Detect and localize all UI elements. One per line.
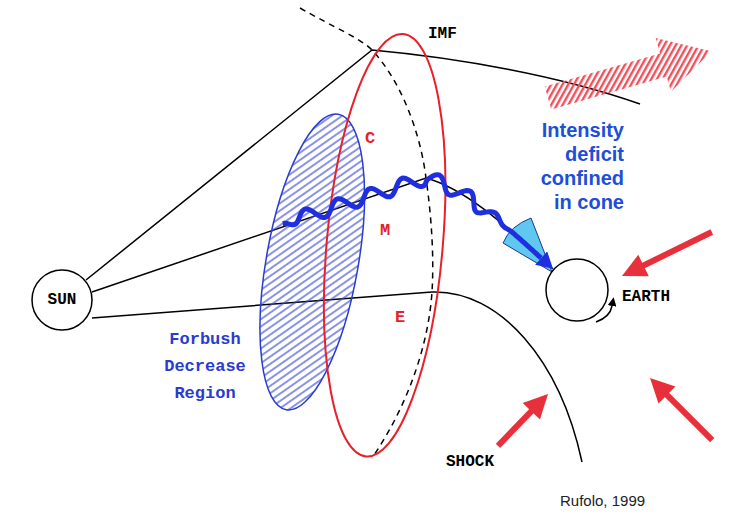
cme-letter: E xyxy=(395,308,405,328)
citation: Rufolo, 1999 xyxy=(560,492,645,510)
earth-label: EARTH xyxy=(622,287,670,307)
cosmic-ray-arrow xyxy=(617,221,717,287)
text-holder: M xyxy=(380,221,390,241)
cme-outline-shape xyxy=(309,29,462,461)
forbush-region: Forbush Decrease Region xyxy=(260,114,365,410)
sun-circle: SUN xyxy=(31,269,93,331)
text-holder: C xyxy=(365,129,375,149)
arrow-shaft xyxy=(498,408,534,445)
cme-letter: M xyxy=(380,221,390,241)
solar-wind-arrow xyxy=(540,24,719,125)
earth-circle: EARTH xyxy=(545,258,609,322)
cme-outline xyxy=(324,34,445,457)
arrow-shaft xyxy=(640,232,712,267)
text-holder: Forbush Decrease Region xyxy=(155,326,255,407)
region-label: Forbush Decrease Region xyxy=(155,326,255,407)
text-holder: SUN xyxy=(48,290,77,310)
shock-label: SHOCK xyxy=(446,452,494,472)
cosmic-ray-arrow xyxy=(642,370,721,449)
text-holder: Intensity deficit confined in cone xyxy=(526,118,624,214)
text-holder: IMF xyxy=(428,24,457,44)
sun-label: SUN xyxy=(48,290,77,310)
earth-outline xyxy=(545,258,609,322)
arrow-head xyxy=(642,370,676,404)
text-holder: SHOCK xyxy=(446,452,494,472)
sun-outline-shape xyxy=(32,270,92,330)
earth-outline-shape xyxy=(546,259,608,321)
arrow-shaft xyxy=(664,392,712,440)
cone-note: Intensity deficit confined in cone xyxy=(526,118,624,214)
forbush-hatched-ellipse xyxy=(260,114,365,410)
forbush-hatched-ellipse-shape xyxy=(241,106,384,417)
text-holder: E xyxy=(395,308,405,328)
arrow-head xyxy=(617,255,649,287)
imf-label: IMF xyxy=(428,24,457,44)
arrow-head xyxy=(523,386,557,420)
text-holder: EARTH xyxy=(622,287,670,307)
cme-ellipse: C M E xyxy=(324,34,445,457)
cosmic-ray-arrow xyxy=(489,386,556,454)
cme-letter: C xyxy=(365,129,375,149)
text-holder: Rufolo, 1999 xyxy=(560,492,645,510)
